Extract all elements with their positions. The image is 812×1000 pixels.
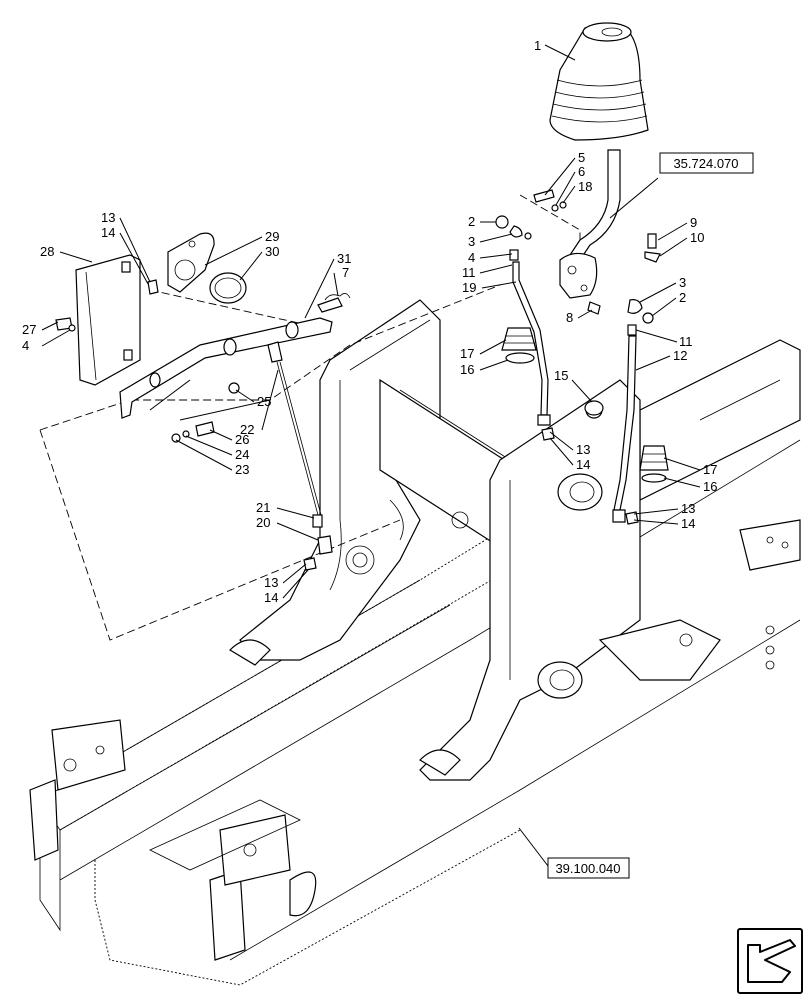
direction-arrow-icon: [737, 928, 803, 994]
callout-label: 17: [460, 346, 474, 361]
callout-label: 14: [576, 457, 590, 472]
callout-label: 24: [235, 447, 249, 462]
callout-label: 2: [679, 290, 686, 305]
callout-label: 14: [101, 225, 115, 240]
reference-label-bottom: 39.100.040: [555, 861, 620, 876]
pedal-shaft-assembly: [55, 232, 351, 571]
callout-label: 28: [40, 244, 54, 259]
callout-label: 3: [468, 234, 475, 249]
reference-box-bottom: 39.100.040: [547, 857, 630, 879]
callout-label: 14: [681, 516, 695, 531]
callout-label: 4: [22, 338, 29, 353]
callout-label: 9: [690, 215, 697, 230]
callout-label: 17: [703, 462, 717, 477]
callout-label: 20: [256, 515, 270, 530]
callout-label: 31: [337, 251, 351, 266]
callout-label: 13: [264, 575, 278, 590]
callout-label: 3: [679, 275, 686, 290]
callout-label: 19: [462, 280, 476, 295]
callout-label: 8: [566, 310, 573, 325]
callout-label: 16: [703, 479, 717, 494]
callout-label: 2: [468, 214, 475, 229]
callout-label: 15: [554, 368, 568, 383]
callout-label: 6: [578, 164, 585, 179]
callout-labels: 1 5 6 18 9 10 2 3 4 11 19 3 2 8 11 12 17…: [22, 38, 717, 605]
reference-label-top: 35.724.070: [673, 156, 738, 171]
callout-label: 1: [534, 38, 541, 53]
callout-label: 11: [462, 265, 476, 280]
callout-label: 14: [264, 590, 278, 605]
callout-label: 29: [265, 229, 279, 244]
callout-label: 18: [578, 179, 592, 194]
callout-label: 30: [265, 244, 279, 259]
callout-label: 13: [681, 501, 695, 516]
callout-label: 27: [22, 322, 36, 337]
callout-label: 4: [468, 250, 475, 265]
leader-lines: [41, 44, 701, 867]
rubber-boots: [501, 327, 669, 483]
callout-label: 21: [256, 500, 270, 515]
callout-label: 10: [690, 230, 704, 245]
chassis-frame: [29, 339, 801, 986]
pedal-support-towers: [229, 299, 721, 781]
control-cables: [495, 215, 654, 525]
callout-label: 22: [240, 422, 254, 437]
gear-knob-boot: [549, 22, 649, 141]
callout-label: 13: [101, 210, 115, 225]
callout-label: 13: [576, 442, 590, 457]
shift-lever: [533, 149, 661, 315]
callout-label: 5: [578, 150, 585, 165]
callout-label: 23: [235, 462, 249, 477]
callout-label: 16: [460, 362, 474, 377]
callout-label: 12: [673, 348, 687, 363]
callout-label: 11: [679, 334, 693, 349]
callout-label: 7: [342, 265, 349, 280]
reference-box-top: 35.724.070: [659, 152, 754, 174]
callout-label: 26: [235, 432, 249, 447]
callout-label: 25: [257, 394, 271, 409]
